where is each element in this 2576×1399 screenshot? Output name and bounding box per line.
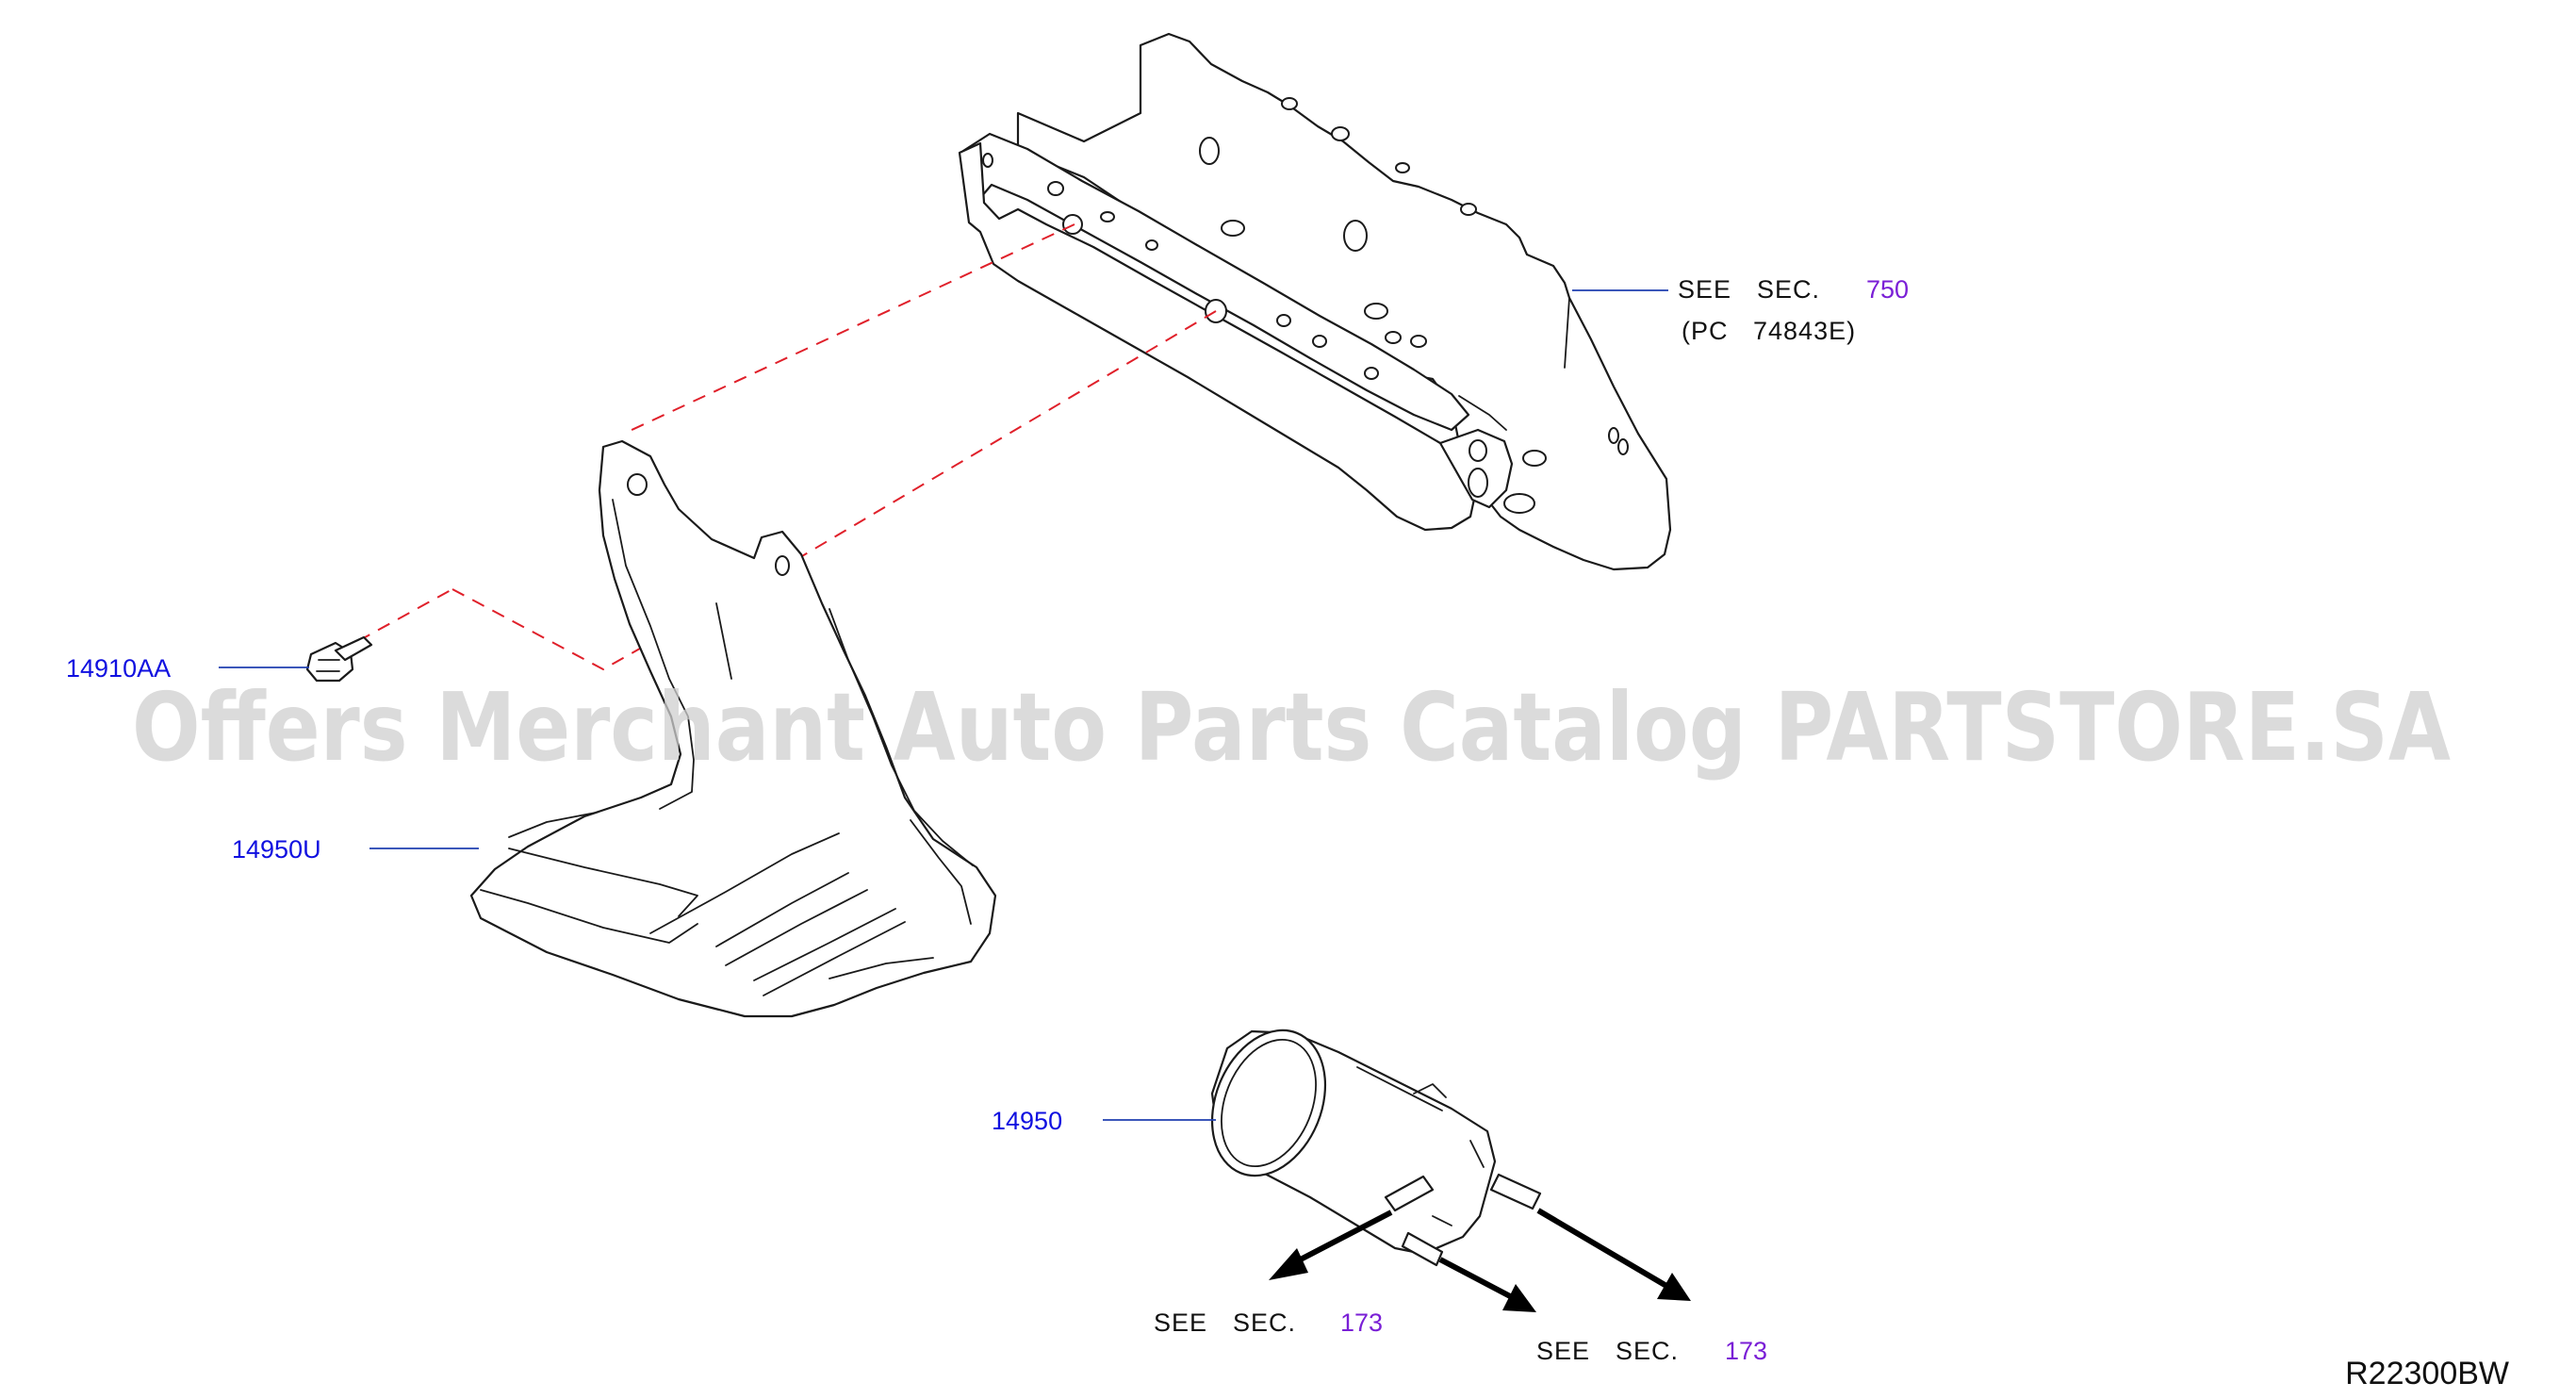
part-label-protector[interactable]: 14950U <box>232 835 321 864</box>
hose-left-section-reference: SEE SEC. 173 <box>1154 1308 1383 1337</box>
arrow-left <box>1291 1210 1393 1266</box>
frame-crossmember <box>958 32 1672 571</box>
installation-guide-lines <box>357 223 1217 671</box>
hose-right-ref-sec: SEC. <box>1616 1337 1679 1365</box>
hose-right-ref-see: SEE <box>1536 1337 1590 1365</box>
watermark-text: Offers Merchant Auto Parts Catalog PARTS… <box>132 672 2451 782</box>
arrow-left-head <box>1269 1248 1308 1280</box>
bolt <box>305 635 373 683</box>
arrow-middle-head <box>1502 1284 1536 1312</box>
canister-protector <box>469 439 997 1018</box>
evap-canister <box>1210 1029 1542 1267</box>
frame-section-reference: SEE SEC. 750 (PC 74843E) <box>1678 275 1909 345</box>
frame-ref-pc: (PC <box>1682 317 1729 345</box>
diagram-code: R22300BW <box>2345 1356 2509 1391</box>
part-label-canister[interactable]: 14950 <box>992 1107 1062 1135</box>
frame-ref-number[interactable]: 750 <box>1866 275 1909 304</box>
hose-right-ref-number[interactable]: 173 <box>1725 1337 1767 1365</box>
hose-left-ref-see: SEE <box>1154 1308 1207 1337</box>
frame-ref-see: SEE <box>1678 275 1731 304</box>
frame-ref-pc-code: 74843E) <box>1753 317 1856 345</box>
leader-lines <box>219 289 1668 1121</box>
arrow-right <box>1536 1208 1668 1289</box>
hose-arrows <box>1269 1208 1691 1312</box>
hose-left-ref-number[interactable]: 173 <box>1340 1308 1383 1337</box>
hose-left-ref-sec: SEC. <box>1233 1308 1296 1337</box>
hose-right-section-reference: SEE SEC. 173 <box>1536 1337 1767 1365</box>
arrow-right-head <box>1657 1273 1691 1301</box>
frame-ref-sec: SEC. <box>1757 275 1820 304</box>
arrow-middle <box>1438 1257 1514 1300</box>
part-label-bolt[interactable]: 14910AA <box>66 654 171 683</box>
